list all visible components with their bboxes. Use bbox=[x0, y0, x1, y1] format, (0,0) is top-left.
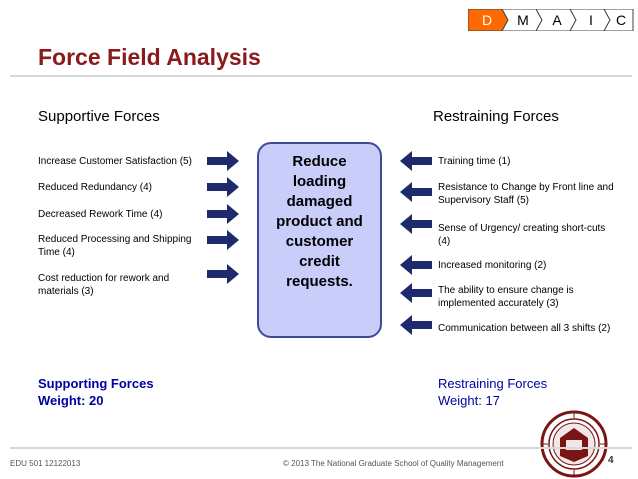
restraining-label: Restraining Forces bbox=[438, 376, 548, 391]
restraining-force-item: Communication between all 3 shifts (2) bbox=[438, 323, 611, 334]
dmaic-step-measure[interactable]: M bbox=[517, 12, 529, 28]
dmaic-nav: D M A I C bbox=[468, 9, 634, 31]
restraining-force-item: Resistance to Change by Front line and S… bbox=[438, 182, 614, 206]
goal-line: loading bbox=[292, 173, 347, 190]
restraining-force-item: Increased monitoring (2) bbox=[438, 260, 547, 271]
dmaic-step-analyze[interactable]: A bbox=[552, 12, 562, 28]
dmaic-step-improve[interactable]: I bbox=[589, 12, 593, 28]
supportive-arrows bbox=[207, 151, 239, 284]
restraining-summary: Restraining Forces Weight: 17 bbox=[438, 375, 547, 409]
goal-line: Reduce bbox=[292, 153, 347, 170]
arrow-right-icon bbox=[207, 264, 239, 284]
dmaic-step-control[interactable]: C bbox=[615, 12, 627, 28]
arrow-right-icon bbox=[207, 230, 239, 250]
arrow-left-icon bbox=[400, 315, 432, 335]
title-divider bbox=[10, 75, 632, 77]
supportive-force-item: Reduced Redundancy (4) bbox=[38, 182, 152, 193]
arrow-left-icon bbox=[400, 151, 432, 171]
page-number: 4 bbox=[608, 455, 614, 466]
restraining-force-item: The ability to ensure change is implemen… bbox=[438, 285, 574, 309]
school-seal-icon bbox=[540, 410, 608, 478]
supportive-force-item: Reduced Processing and Shipping Time (4) bbox=[38, 234, 192, 258]
goal-line: credit bbox=[299, 253, 340, 270]
footer-copyright: © 2013 The National Graduate School of Q… bbox=[283, 459, 504, 468]
arrow-left-icon bbox=[400, 255, 432, 275]
goal-line: requests. bbox=[286, 273, 353, 290]
goal-line: product and bbox=[276, 213, 363, 230]
arrow-left-icon bbox=[400, 182, 432, 202]
footer-course-code: EDU 501 12122013 bbox=[10, 459, 81, 468]
arrow-right-icon bbox=[207, 204, 239, 224]
supporting-weight: Weight: 20 bbox=[38, 393, 104, 408]
restraining-weight: Weight: 17 bbox=[438, 393, 500, 408]
restraining-forces-heading: Restraining Forces bbox=[433, 108, 559, 125]
supportive-forces-heading: Supportive Forces bbox=[38, 108, 160, 125]
supporting-label: Supporting Forces bbox=[38, 376, 154, 391]
arrow-left-icon bbox=[400, 283, 432, 303]
arrow-right-icon bbox=[207, 151, 239, 171]
restraining-arrows bbox=[400, 151, 432, 335]
footer-divider bbox=[10, 447, 632, 449]
goal-line: customer bbox=[285, 233, 354, 250]
arrow-left-icon bbox=[400, 214, 432, 234]
supportive-force-item: Decreased Rework Time (4) bbox=[38, 209, 163, 220]
goal-box: Reduce loading damaged product and custo… bbox=[257, 142, 382, 338]
restraining-force-item: Training time (1) bbox=[438, 156, 511, 167]
arrow-right-icon bbox=[207, 177, 239, 197]
page-title: Force Field Analysis bbox=[38, 44, 261, 70]
supportive-force-item: Cost reduction for rework and materials … bbox=[38, 273, 170, 297]
supporting-summary: Supporting Forces Weight: 20 bbox=[38, 375, 154, 409]
dmaic-chevrons bbox=[468, 9, 634, 31]
dmaic-step-define[interactable]: D bbox=[481, 12, 493, 28]
goal-line: damaged bbox=[286, 193, 353, 210]
supportive-force-item: Increase Customer Satisfaction (5) bbox=[38, 156, 192, 167]
restraining-force-item: Sense of Urgency/ creating short-cuts (4… bbox=[438, 223, 606, 247]
